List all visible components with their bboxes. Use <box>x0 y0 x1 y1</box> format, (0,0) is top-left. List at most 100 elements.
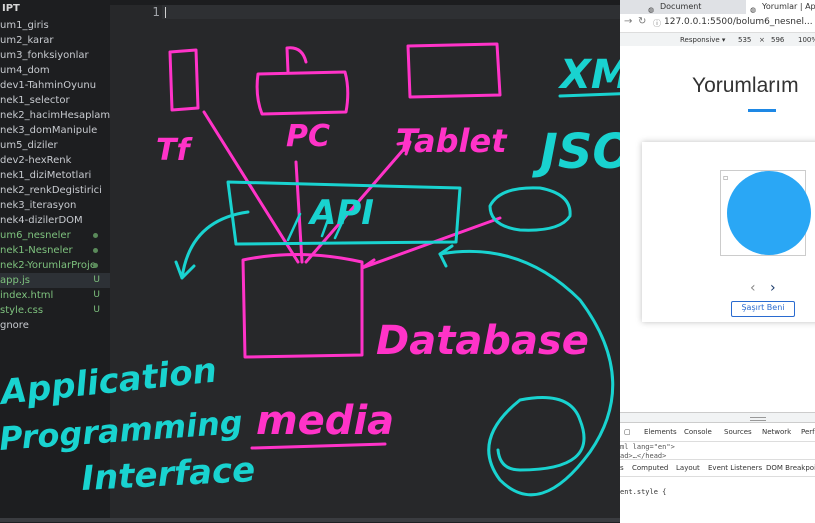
code-pane[interactable]: 1 <box>110 0 620 522</box>
subtab-layout[interactable]: Layout <box>676 464 700 472</box>
file-name: index.html <box>0 290 54 301</box>
broken-image-icon: ▫ <box>723 173 729 182</box>
text-cursor <box>165 7 166 18</box>
devtools-tab-network[interactable]: Network <box>762 428 792 436</box>
file-name: dev2-hexRenk <box>0 155 72 166</box>
surprise-me-button[interactable]: Şaşırt Beni <box>731 301 795 317</box>
tab-yorumlar[interactable]: ◍ Yorumlar | App <box>746 0 815 14</box>
file-item[interactable]: gnore <box>0 318 110 333</box>
file-name: um6_nesneler <box>0 230 71 241</box>
file-item[interactable]: um5_diziler <box>0 138 110 153</box>
subtab-styles[interactable]: s <box>620 464 624 472</box>
file-name: nek3_domManipule <box>0 125 98 136</box>
file-item[interactable]: nek3_domManipule <box>0 123 110 138</box>
file-item[interactable]: nek2_hacimHesaplama <box>0 108 116 123</box>
file-name: dev1-TahminOyunu <box>0 80 97 91</box>
inspect-icon[interactable]: ▢ <box>624 428 631 436</box>
devtools-tabs: ▢ Elements Console Sources Network Perf <box>620 423 815 442</box>
dom-line[interactable]: ml lang="en"> <box>620 443 675 451</box>
globe-icon: ◍ <box>750 6 757 14</box>
dom-tree[interactable]: ml lang="en"> ad>…</head> <box>620 443 675 461</box>
file-name: nek2_renkDegistirici <box>0 185 102 196</box>
file-item[interactable]: um6_nesneler <box>0 228 110 243</box>
editor-tabs-bar <box>110 0 620 5</box>
file-name: nek1_selector <box>0 95 70 106</box>
file-name: um3_fonksiyonlar <box>0 50 89 61</box>
file-item[interactable]: nek1-Nesneler <box>0 243 110 258</box>
file-name: nek2-YorumlarProje <box>0 260 96 271</box>
file-item[interactable]: um1_giris <box>0 18 110 33</box>
file-item[interactable]: um3_fonksiyonlar <box>0 48 110 63</box>
avatar-image: ▫ <box>720 170 811 256</box>
chevron-left-icon[interactable]: ‹ <box>750 280 756 296</box>
file-name: app.js <box>0 275 30 286</box>
url-field[interactable]: 127.0.0.1:5500/bolum6_nesnel... <box>664 17 813 27</box>
height-input[interactable]: 596 <box>771 36 785 44</box>
modified-dot-icon <box>93 248 98 253</box>
file-name: nek1_diziMetotlari <box>0 170 92 181</box>
subtab-dom-breakpoints[interactable]: DOM Breakpoin <box>766 464 815 472</box>
element-style-rule[interactable]: ent.style { <box>620 488 667 496</box>
dom-line[interactable]: ad>…</head> <box>620 452 667 460</box>
file-item[interactable]: dev2-hexRenk <box>0 153 110 168</box>
devtools-tab-elements[interactable]: Elements <box>644 428 677 436</box>
file-name: um5_diziler <box>0 140 58 151</box>
file-name: um1_giris <box>0 20 49 31</box>
file-item[interactable]: um4_dom <box>0 63 110 78</box>
devtools-resize-handle[interactable] <box>620 412 815 423</box>
file-item[interactable]: nek2-YorumlarProje <box>0 258 110 273</box>
devtools-subtabs: s Computed Layout Event Listeners DOM Br… <box>620 459 815 477</box>
file-name: um4_dom <box>0 65 50 76</box>
subtab-computed[interactable]: Computed <box>632 464 669 472</box>
subtab-event-listeners[interactable]: Event Listeners <box>708 464 763 472</box>
git-status-badge: U <box>93 275 100 285</box>
globe-icon: ◍ <box>648 6 655 14</box>
zoom-select[interactable]: 100% <box>798 36 815 44</box>
devtools-panel: ▢ Elements Console Sources Network Perf … <box>620 422 815 523</box>
back-arrow-icon[interactable]: → <box>624 16 633 27</box>
file-item[interactable]: um2_karar <box>0 33 110 48</box>
devtools-tab-perf[interactable]: Perf <box>801 428 815 436</box>
file-name: nek4-dizilerDOM <box>0 215 83 226</box>
file-item[interactable]: nek1_selector <box>0 93 110 108</box>
file-item[interactable]: dev1-TahminOyunu <box>0 78 110 93</box>
current-line-highlight[interactable] <box>162 5 620 19</box>
devtools-tab-sources[interactable]: Sources <box>724 428 752 436</box>
file-name: style.css <box>0 305 44 316</box>
file-list: um1_giris um2_karar um3_fonksiyonlar um4_do… <box>0 18 116 333</box>
file-name: gnore <box>0 320 29 331</box>
file-item[interactable]: nek1_diziMetotlari <box>0 168 110 183</box>
file-item[interactable]: nek4-dizilerDOM <box>0 213 110 228</box>
title-underline <box>748 109 776 112</box>
browser-window: ◍ Document ◍ Yorumlar | App → ↻ ⓘ 127.0.… <box>620 0 815 523</box>
line-number-gutter: 1 <box>152 5 160 19</box>
file-item[interactable]: nek2_renkDegistirici <box>0 183 110 198</box>
file-name: nek3_iterasyon <box>0 200 77 211</box>
file-name: nek2_hacimHesaplama <box>0 110 117 121</box>
chevron-right-icon[interactable]: › <box>770 280 776 296</box>
width-input[interactable]: 535 <box>738 36 752 44</box>
page-title: Yorumlarım <box>692 74 799 97</box>
tab-document-title: Document <box>660 2 702 11</box>
address-bar-row: → ↻ ⓘ 127.0.0.1:5500/bolum6_nesnel... <box>620 14 815 33</box>
modified-dot-icon <box>93 233 98 238</box>
device-select[interactable]: Responsive ▾ <box>680 36 726 44</box>
tab-document[interactable]: ◍ Document <box>644 0 760 14</box>
dimension-separator: × <box>759 36 765 44</box>
devtools-tab-console[interactable]: Console <box>684 428 712 436</box>
avatar-circle <box>727 171 811 255</box>
grip-icon <box>750 417 766 421</box>
info-icon[interactable]: ⓘ <box>653 19 661 28</box>
tab-yorumlar-title: Yorumlar | App <box>762 2 815 11</box>
file-item[interactable]: nek3_iterasyon <box>0 198 110 213</box>
file-item[interactable]: app.js U <box>0 273 110 288</box>
comment-card: ▫ ‹ › Şaşırt Beni <box>642 142 815 322</box>
modified-dot-icon <box>93 263 98 268</box>
file-name: um2_karar <box>0 35 54 46</box>
reload-icon[interactable]: ↻ <box>638 16 647 27</box>
explorer-header: IPT <box>2 3 20 14</box>
